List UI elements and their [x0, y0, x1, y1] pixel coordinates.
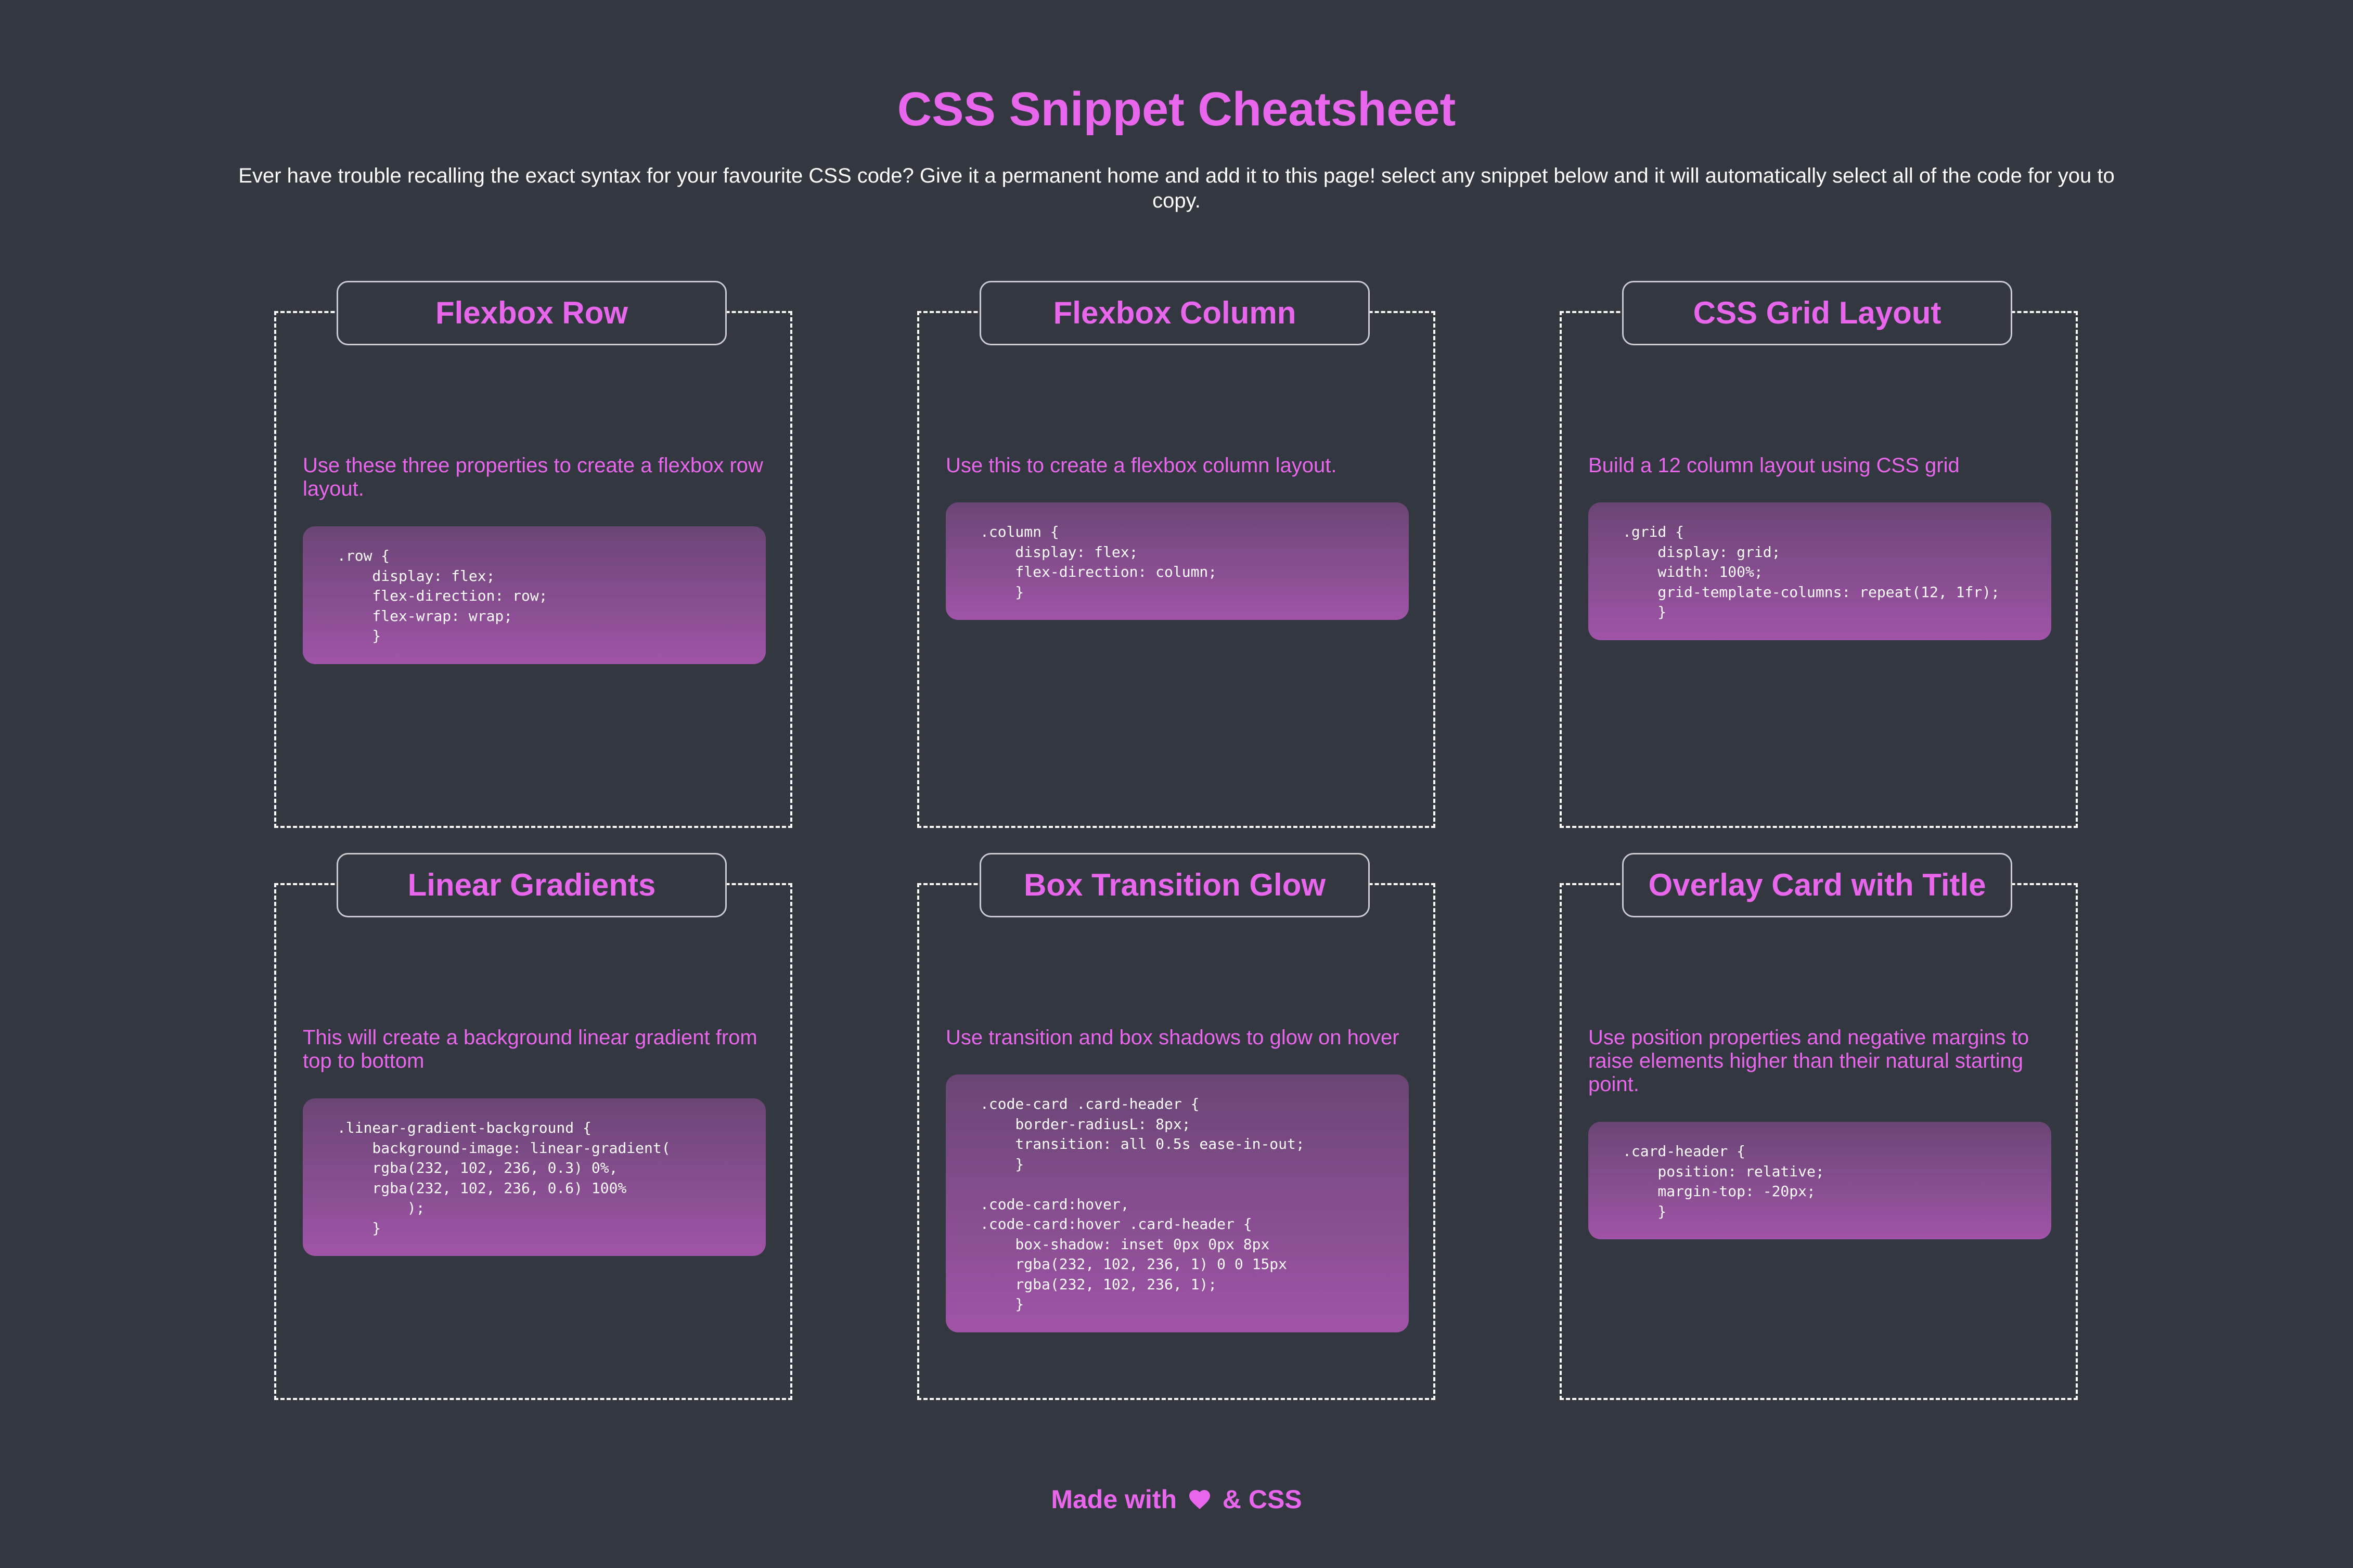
page-title: CSS Snippet Cheatsheet — [897, 83, 1456, 136]
code-snippet[interactable]: .card-header { position: relative; margi… — [1588, 1122, 2051, 1239]
card-description: Use position properties and negative mar… — [1588, 1026, 2029, 1096]
code-card-flexbox-row[interactable]: Flexbox Row Use these three properties t… — [274, 281, 792, 828]
card-header: CSS Grid Layout — [1622, 281, 2012, 345]
card-description: Use these three properties to create a f… — [303, 454, 763, 500]
intro-text: Ever have trouble recalling the exact sy… — [238, 164, 2115, 212]
card-description: This will create a background linear gra… — [303, 1026, 757, 1072]
code-snippet[interactable]: .column { display: flex; flex-direction:… — [946, 502, 1409, 620]
card-header: Box Transition Glow — [980, 853, 1370, 917]
code-card-overlay-card-with-title[interactable]: Overlay Card with Title Use position pro… — [1560, 853, 2078, 1400]
card-description: Build a 12 column layout using CSS grid — [1588, 454, 1960, 477]
code-snippet[interactable]: .grid { display: grid; width: 100%; grid… — [1588, 502, 2051, 640]
heart-icon — [1189, 1489, 1210, 1509]
card-header: Flexbox Row — [337, 281, 727, 345]
code-snippet[interactable]: .row { display: flex; flex-direction: ro… — [303, 526, 766, 664]
footer: Made with & CSS — [0, 1482, 2353, 1517]
code-snippet[interactable]: .code-card .card-header { border-radiusL… — [946, 1074, 1409, 1332]
card-header: Linear Gradients — [337, 853, 727, 917]
code-card-flexbox-column[interactable]: Flexbox Column Use this to create a flex… — [917, 281, 1435, 828]
code-snippet[interactable]: .linear-gradient-background { background… — [303, 1098, 766, 1256]
code-card-box-transition-glow[interactable]: Box Transition Glow Use transition and b… — [917, 853, 1435, 1400]
code-card-linear-gradients[interactable]: Linear Gradients This will create a back… — [274, 853, 792, 1400]
card-header: Overlay Card with Title — [1622, 853, 2012, 917]
footer-prefix: Made with — [1051, 1485, 1177, 1514]
card-description: Use this to create a flexbox column layo… — [946, 454, 1337, 477]
card-description: Use transition and box shadows to glow o… — [946, 1026, 1399, 1049]
code-card-css-grid-layout[interactable]: CSS Grid Layout Build a 12 column layout… — [1560, 281, 2078, 828]
card-header: Flexbox Column — [980, 281, 1370, 345]
footer-suffix: & CSS — [1222, 1485, 1302, 1514]
